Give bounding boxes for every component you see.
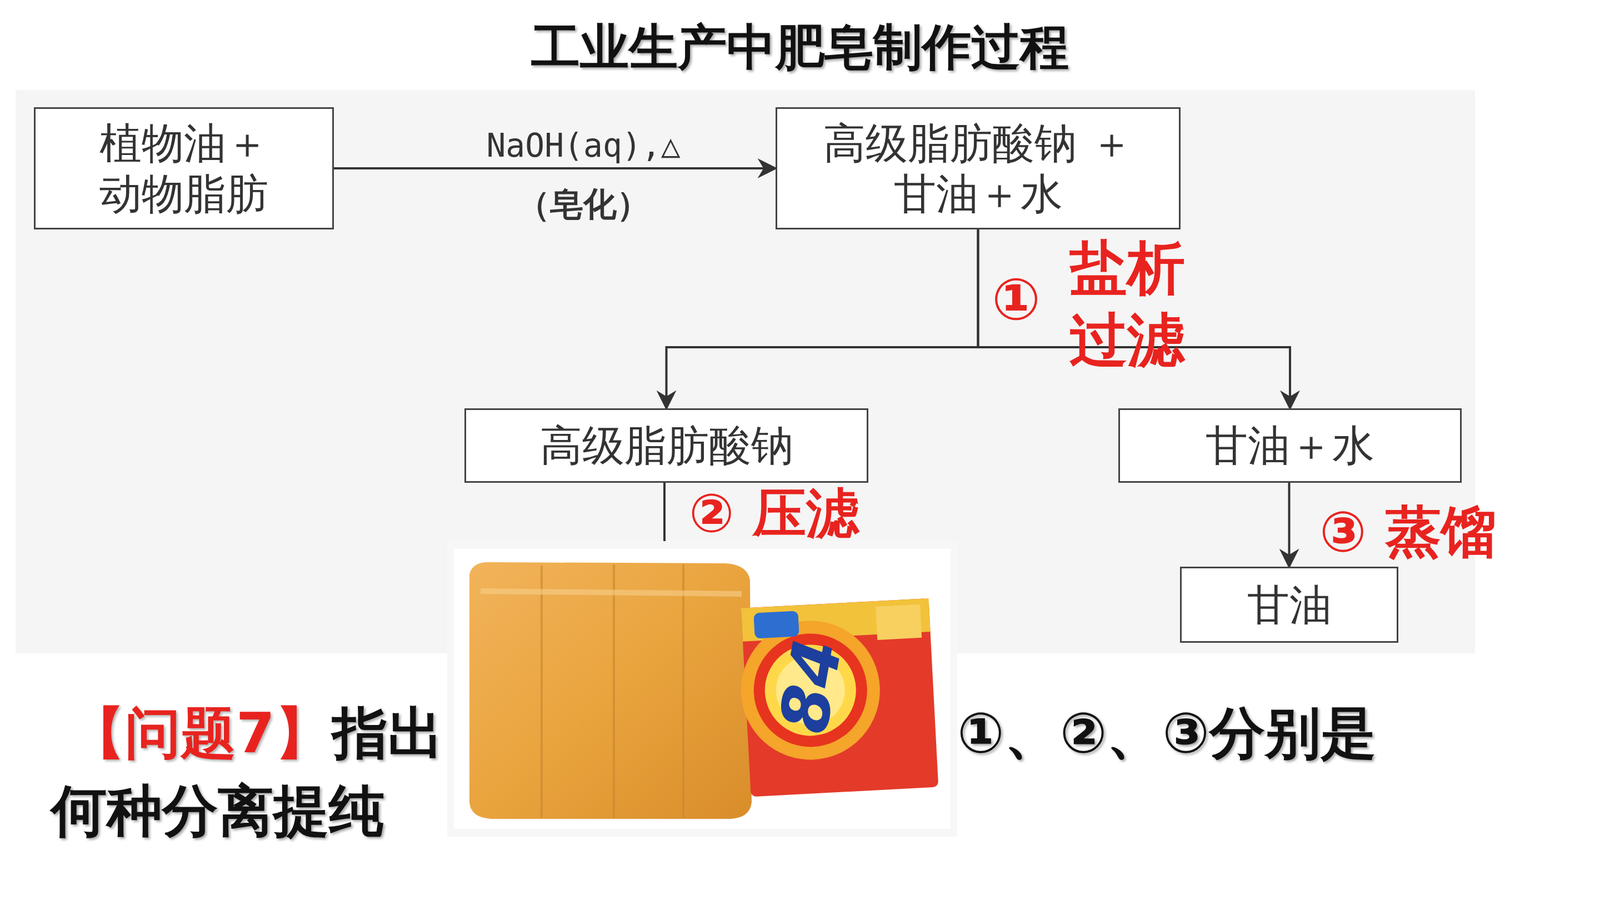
flow-arrow xyxy=(978,229,1291,409)
brand-mark: 84 xyxy=(766,630,855,742)
soap-photo xyxy=(447,541,958,837)
flow-arrow xyxy=(333,167,776,170)
question-text: 指出 xyxy=(332,701,444,765)
process-box: 高级脂肪酸钠 ＋甘油＋水 xyxy=(775,107,1181,230)
box-text: 高级脂肪酸钠 xyxy=(540,420,794,471)
question-text: 何种分离提纯 xyxy=(51,778,385,843)
box-text: 甘油＋水 xyxy=(1205,420,1375,471)
flow-arrow xyxy=(1288,482,1291,567)
process-box: 高级脂肪酸钠 xyxy=(464,408,869,483)
box-text: 植物油＋ 动物脂肪 xyxy=(46,117,322,219)
box-text: 高级脂肪酸钠 ＋甘油＋水 xyxy=(788,117,1168,219)
process-note: （皂化） xyxy=(388,182,778,228)
soap-illustration xyxy=(447,541,958,837)
question-tag: 【问题7】 xyxy=(69,701,331,765)
edge-label: NaOH(aq),△ xyxy=(388,126,778,165)
step-name: 盐析 xyxy=(1069,236,1185,300)
callout-number: ① xyxy=(991,265,1041,334)
question-text: ①、②、③分别是 xyxy=(957,701,1377,765)
process-box: 甘油 xyxy=(1180,566,1399,643)
flow-arrow xyxy=(666,229,979,409)
step-name: 过滤 xyxy=(1069,308,1185,373)
process-box: 植物油＋ 动物脂肪 xyxy=(33,107,334,230)
diagram-title: 工业生产中肥皂制作过程 xyxy=(0,16,1600,78)
step-name: ② 压滤 xyxy=(688,484,860,543)
process-box: 甘油＋水 xyxy=(1118,408,1462,483)
box-text: 甘油 xyxy=(1247,579,1332,630)
edge-label: ③ 蒸馏 xyxy=(1319,500,1497,564)
